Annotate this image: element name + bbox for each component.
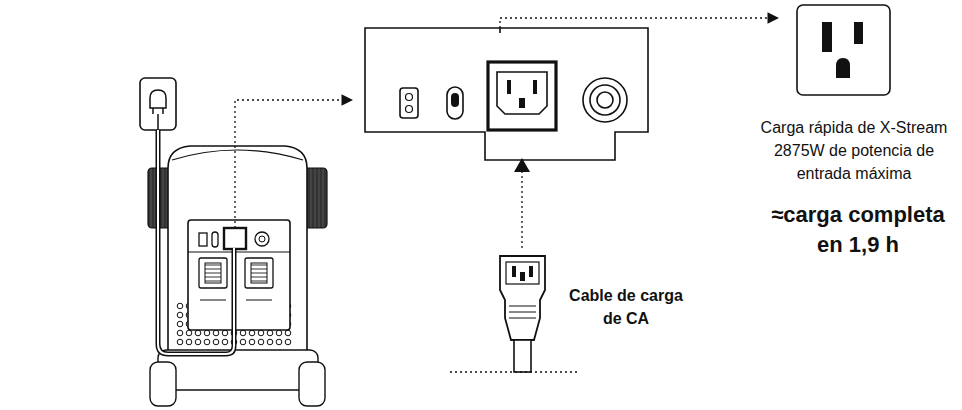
ac-plug-part [521, 170, 522, 248]
vent-holes-part [222, 330, 228, 336]
power-station-part [188, 252, 290, 253]
power-station-part [259, 236, 265, 242]
ac-plug-part [509, 312, 536, 313]
power-station-part [205, 263, 221, 283]
wall-socket-small [140, 78, 176, 130]
power-station-part [299, 362, 325, 406]
ac-plug-part [520, 272, 525, 281]
vent-holes-part [177, 321, 183, 327]
zoomed-panel-part [365, 28, 648, 160]
power-station-part [188, 220, 290, 330]
wall-outlet [797, 5, 890, 95]
zoomed-panel-part [451, 93, 459, 107]
zoomed-panel-part [497, 72, 547, 114]
zoomed-panel-part [583, 78, 627, 122]
vent-holes-part [213, 330, 219, 336]
wall-outlet-part [836, 58, 850, 78]
vent-holes-part [195, 330, 201, 336]
vent-holes-part [177, 303, 183, 309]
vent-holes-part [267, 330, 273, 336]
vent-holes-part [285, 330, 291, 336]
wall-socket-small-part [140, 78, 176, 130]
zoomed-panel-part [499, 28, 501, 33]
zoomed-panel-part [590, 85, 620, 115]
zoomed-panel-part [519, 98, 525, 108]
power-station-part [150, 362, 176, 406]
wall-outlet-part [854, 22, 863, 44]
ac-plug-part [506, 262, 539, 284]
ac-plug-part [450, 371, 580, 372]
vent-holes-part [267, 339, 273, 345]
ac-plug-part [514, 340, 531, 372]
vent-holes-part [276, 330, 282, 336]
power-station-part [255, 232, 269, 246]
ac-plug-part [529, 266, 533, 277]
zoomed-panel-part [400, 88, 418, 118]
wall-outlet-part [797, 5, 890, 95]
cable-label: Cable de carga de CA [558, 284, 694, 330]
vent-holes-part [249, 330, 255, 336]
power-station-part [245, 258, 273, 288]
zoomed-panel-part [447, 87, 463, 119]
vent-holes-part [285, 339, 291, 345]
ac-plug-part [509, 306, 536, 307]
power-station-part [199, 233, 207, 246]
power-station-part [212, 232, 218, 247]
wall-socket-small-part [157, 114, 159, 130]
charging-note: Carga rápida de X-Stream 2875W de potenc… [750, 116, 958, 186]
wall-socket-small-part [150, 90, 166, 108]
charge-time: ≈carga completa en 1,9 h [768, 200, 948, 259]
wall-outlet-part [822, 22, 832, 52]
power-cable-core [158, 130, 234, 354]
vent-holes-part [276, 339, 282, 345]
ac-plug [450, 158, 580, 372]
zoomed-panel-part [597, 92, 613, 108]
vent-holes-part [195, 339, 201, 345]
zoomed-panel-part [406, 106, 413, 113]
power-station-part [168, 146, 307, 380]
zoomed-panel-part [533, 80, 537, 94]
vent-holes-part [240, 330, 246, 336]
vent-holes-part [258, 339, 264, 345]
ac-plug-part [500, 256, 545, 340]
vent-holes-part [177, 339, 183, 345]
zoomed-panel [365, 28, 648, 160]
outlet-leader [500, 18, 778, 28]
power-station-part [251, 263, 267, 283]
power-station-part [172, 150, 303, 160]
power-station [148, 146, 327, 406]
power-station-part [199, 258, 227, 288]
vent-holes-part [204, 339, 210, 345]
wall-socket-small-part [162, 108, 164, 114]
zoomed-panel-part [507, 80, 511, 94]
wall-socket-small-part [152, 108, 154, 114]
vent-holes-part [204, 330, 210, 336]
vent-holes-part [222, 339, 228, 345]
power-station-part [246, 300, 272, 301]
vent-holes-part [186, 330, 192, 336]
vent-holes-part [240, 339, 246, 345]
vent-holes-part [177, 330, 183, 336]
power-station-part [200, 300, 226, 301]
vent-holes-part [177, 312, 183, 318]
vent-holes-part [186, 339, 192, 345]
vent-holes-part [213, 339, 219, 345]
ac-plug-part [514, 158, 530, 172]
ac-plug-part [512, 266, 516, 277]
vent-holes-part [249, 339, 255, 345]
zoomed-panel-part [406, 94, 413, 101]
vent-holes-part [258, 330, 264, 336]
zoom-leader [235, 100, 352, 228]
ac-plug-part [509, 318, 536, 319]
zoomed-panel-part [488, 62, 556, 130]
power-cable [158, 130, 234, 354]
power-station-part [224, 228, 246, 249]
